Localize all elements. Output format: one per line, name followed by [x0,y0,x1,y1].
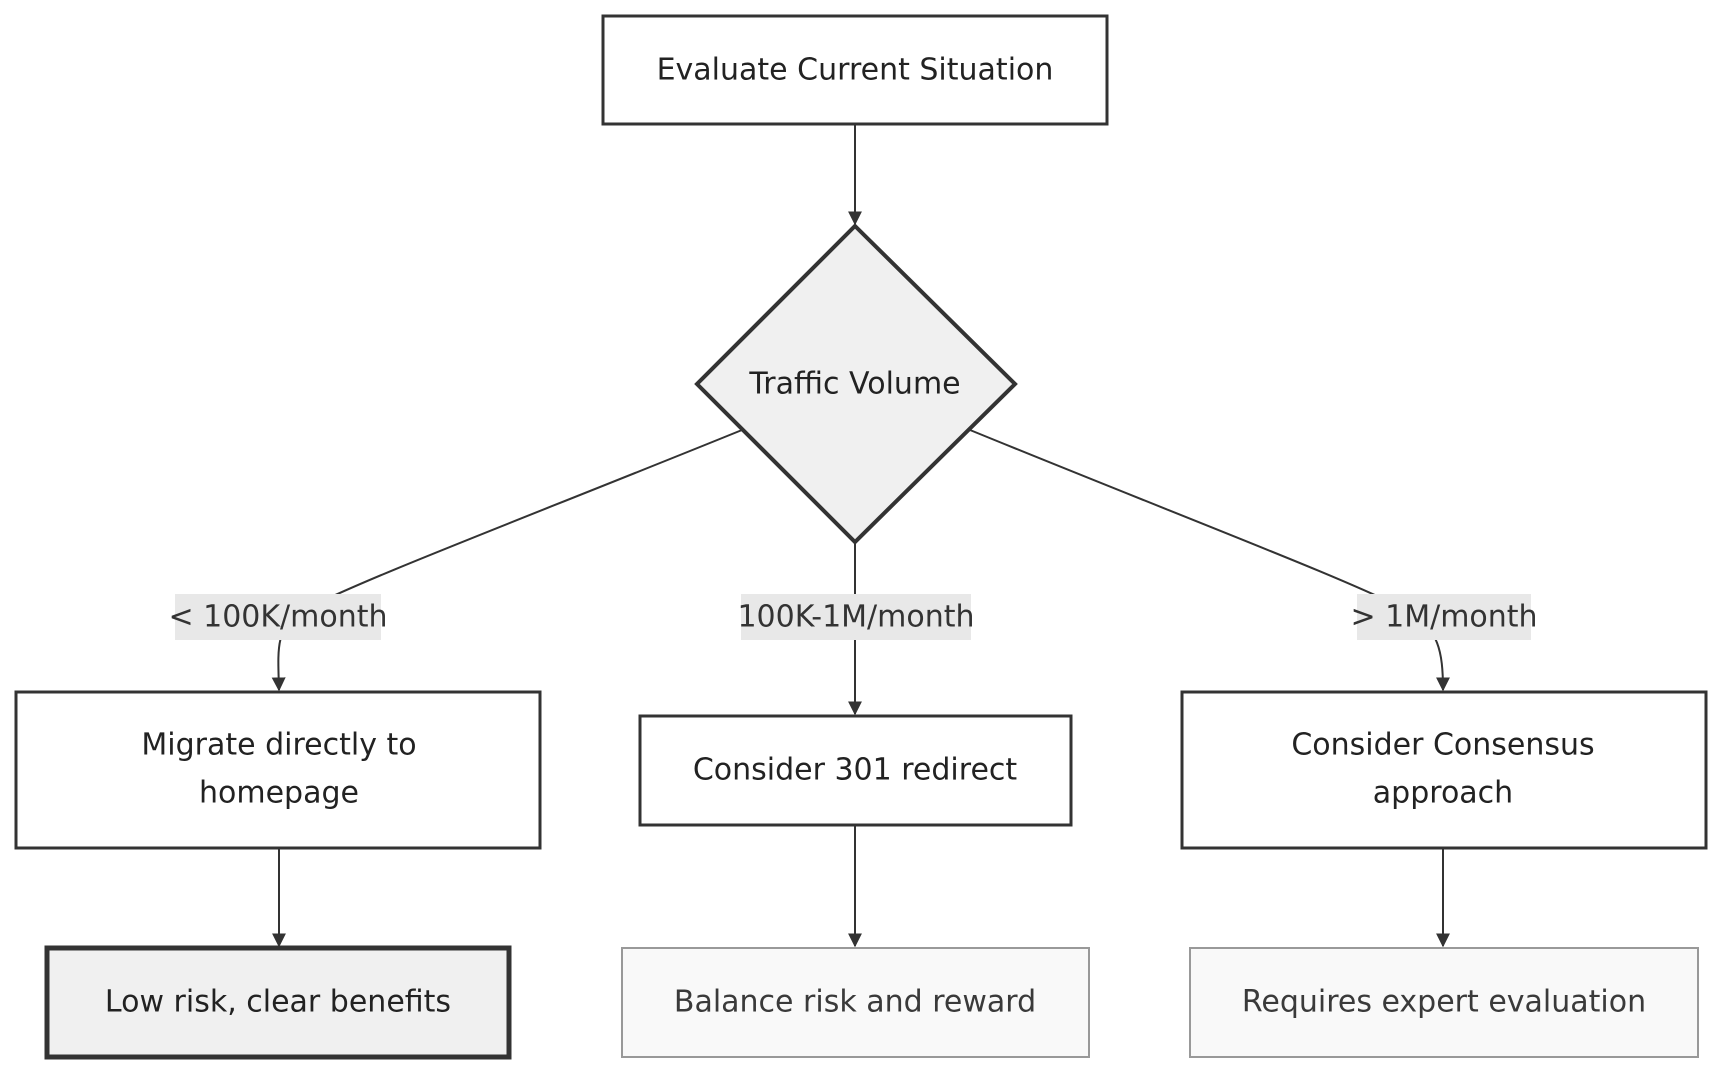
svg-text:> 1M/month: > 1M/month [1350,600,1537,635]
edge-traffic-to-consensus [969,429,1450,692]
edge-traffic-to-migrate [271,429,743,692]
node-migrate-directly: Migrate directly to homepage [14,690,542,850]
node-low-risk-clear-benefits: Low risk, clear benefits [44,945,512,1060]
svg-text:Consider 301 redirect: Consider 301 redirect [693,753,1018,788]
node-balance-risk-and-reward: Balance risk and reward [621,947,1090,1058]
node-requires-expert-evaluation: Requires expert evaluation [1189,947,1699,1058]
node-consider-301-redirect: Consider 301 redirect [638,714,1073,827]
svg-text:Evaluate Current Situation: Evaluate Current Situation [657,53,1054,88]
node-traffic-volume-decision: Traffic Volume [694,223,1018,545]
svg-text:100K-1M/month: 100K-1M/month [737,600,974,635]
edge-label-mid-traffic: 100K-1M/month [737,594,975,640]
node-consider-consensus: Consider Consensus approach [1180,690,1708,850]
node-evaluate-current-situation: Evaluate Current Situation [601,14,1109,126]
svg-text:Consider Consensus: Consider Consensus [1291,728,1594,763]
svg-text:Migrate directly to: Migrate directly to [141,728,416,763]
svg-text:Balance risk and reward: Balance risk and reward [674,985,1036,1020]
edges [271,124,1450,948]
edge-label-high-traffic: > 1M/month [1350,594,1538,640]
svg-text:Requires expert evaluation: Requires expert evaluation [1242,985,1646,1020]
svg-text:homepage: homepage [199,776,359,811]
svg-text:< 100K/month: < 100K/month [168,600,387,635]
svg-text:Low risk, clear benefits: Low risk, clear benefits [105,985,451,1020]
svg-text:Traffic Volume: Traffic Volume [748,367,960,402]
svg-text:approach: approach [1373,776,1513,811]
edge-label-low-traffic: < 100K/month [168,594,388,640]
